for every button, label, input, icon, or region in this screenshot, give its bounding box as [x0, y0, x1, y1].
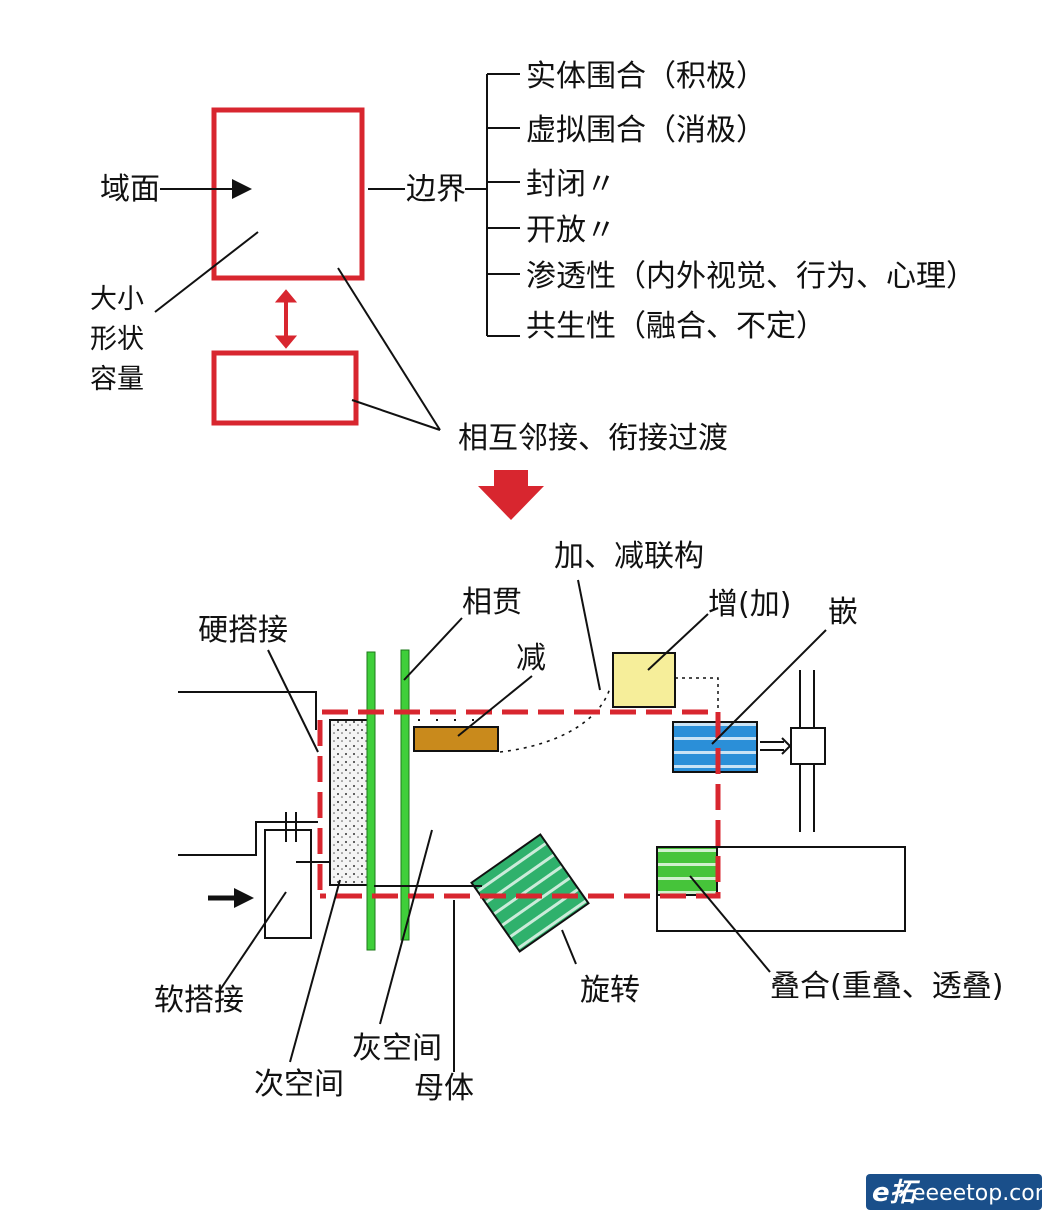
- embed-label: 嵌: [828, 595, 858, 630]
- hard-joint-label: 硬搭接: [198, 613, 288, 648]
- mother-label: 母体: [414, 1071, 474, 1106]
- intersect-label: 相贯: [462, 585, 522, 620]
- rotate-block: [470, 833, 590, 953]
- add-label: 增(加): [708, 587, 791, 622]
- overlap-host-rect: [656, 846, 906, 932]
- embed-target-box: [790, 727, 826, 765]
- grey-space-texture: [331, 721, 369, 884]
- watermark-logo: e拓: [872, 1178, 921, 1208]
- boundary-item-6: 共生性（融合、不定）: [526, 309, 826, 344]
- rotate-label: 旋转: [580, 973, 640, 1008]
- watermark-bg: [866, 1174, 1042, 1210]
- boundary-label: 边界: [406, 172, 466, 207]
- boundary-item-1: 实体围合（积极）: [526, 59, 766, 94]
- add-block: [612, 652, 676, 708]
- adjacency-pointer-2: [351, 399, 441, 431]
- size-label-1: 大小: [90, 284, 144, 315]
- boundary-item-3: 封闭〃: [526, 167, 616, 202]
- boundary-bracket: [486, 73, 520, 337]
- intersect-band-right: [400, 649, 410, 941]
- top-diagram: 域面 大小 形状 容量 边界 实体围合（积极） 虚拟围合（消极） 封闭〃 开放〃…: [90, 59, 976, 520]
- watermark: e拓 eeeetop.com: [866, 1174, 1047, 1210]
- adjacency-label: 相互邻接、衔接过渡: [458, 421, 728, 456]
- size-label-3: 容量: [90, 364, 144, 395]
- mother-boundary: [317, 709, 721, 899]
- embed-block-stripes: [674, 723, 756, 771]
- embed-arrow-icon: [760, 737, 792, 755]
- grey-space-label: 灰空间: [352, 1031, 442, 1066]
- down-arrow-icon: [478, 470, 544, 520]
- overlap-label: 叠合(重叠、透叠): [770, 969, 1003, 1004]
- leader-lines: [219, 579, 827, 1072]
- boundary-item-5: 渗透性（内外视觉、行为、心理）: [526, 259, 976, 294]
- adjacency-pointer-1: [337, 267, 441, 431]
- domain-rect: [211, 107, 365, 281]
- subtract-block: [413, 726, 499, 752]
- soft-joint-label: 软搭接: [154, 983, 244, 1018]
- boundary-item-4: 开放〃: [526, 213, 616, 248]
- sub-space-label: 次空间: [254, 1067, 344, 1102]
- subtract-label: 减: [516, 641, 546, 676]
- intersect-band-left: [366, 651, 376, 951]
- adjacent-rect: [211, 350, 359, 426]
- entry-arrow-icon: [208, 888, 254, 908]
- sub-space-rect: [264, 829, 312, 939]
- add-subtract-label: 加、减联构: [554, 539, 704, 574]
- boundary-item-2: 虚拟围合（消极）: [526, 113, 766, 148]
- linkage-arc: [499, 687, 611, 753]
- size-pointer: [154, 231, 259, 313]
- watermark-site: eeeetop.com: [912, 1181, 1047, 1206]
- bottom-diagram: 加、减联构 相贯 硬搭接 减 增(加) 嵌 旋转 叠合(重叠、透叠) 软搭接 次…: [154, 539, 1003, 1106]
- embed-rails: [799, 670, 815, 832]
- overlap-block-stripes: [658, 848, 716, 894]
- size-label-2: 形状: [90, 324, 144, 355]
- domain-label: 域面: [100, 172, 160, 207]
- add-ghost-outline: [675, 677, 719, 716]
- double-arrow-icon: [274, 289, 298, 349]
